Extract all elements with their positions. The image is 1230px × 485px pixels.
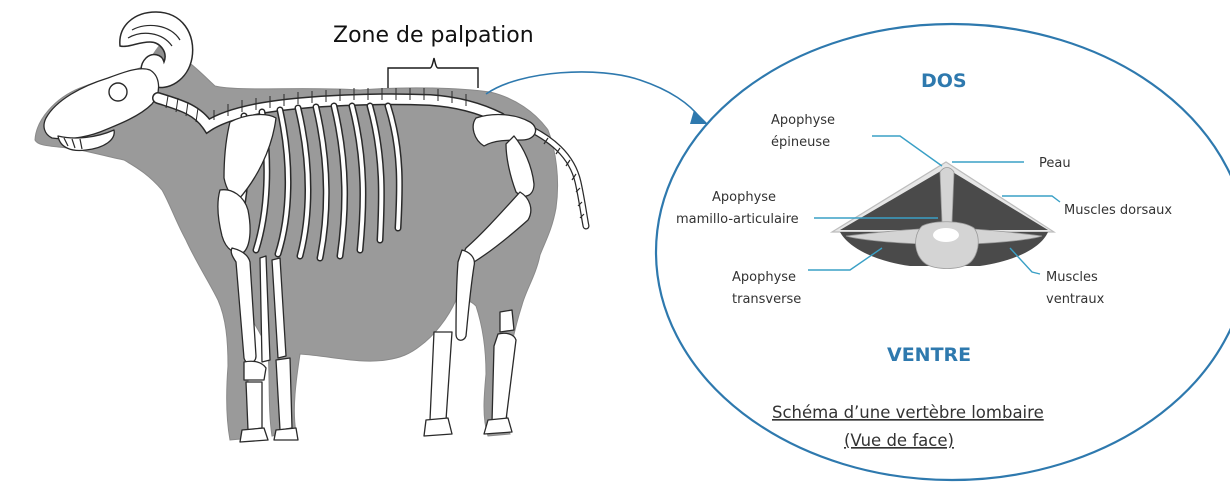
label-peau: Peau <box>1039 156 1071 171</box>
label-muscles-ventraux-2: ventraux <box>1046 292 1105 307</box>
palpation-title: Zone de palpation <box>333 23 534 48</box>
label-apophyse-epineuse-2: épineuse <box>771 135 830 150</box>
spinal-canal <box>933 228 959 242</box>
label-apophyse-transverse-2: transverse <box>732 292 801 307</box>
label-muscles-ventraux-1: Muscles <box>1046 270 1098 285</box>
label-apophyse-epineuse-1: Apophyse <box>771 113 835 128</box>
label-apophyse-transverse-1: Apophyse <box>732 270 796 285</box>
spinous-process <box>940 168 954 226</box>
label-muscles-dorsaux: Muscles dorsaux <box>1064 203 1172 218</box>
caption-line-1: Schéma d’une vertèbre lombaire <box>772 403 1044 422</box>
palpation-bracket <box>388 58 478 88</box>
label-apophyse-mamillo-2: mamillo-articulaire <box>676 212 799 227</box>
direction-bottom: VENTRE <box>887 344 971 366</box>
arrowhead-icon <box>690 110 708 124</box>
direction-top: DOS <box>921 70 967 92</box>
vertebra-detail: DOS VENTRE <box>656 24 1230 480</box>
label-apophyse-mamillo-1: Apophyse <box>712 190 776 205</box>
sheep-illustration <box>35 12 586 442</box>
caption-line-2: (Vue de face) <box>844 431 954 450</box>
